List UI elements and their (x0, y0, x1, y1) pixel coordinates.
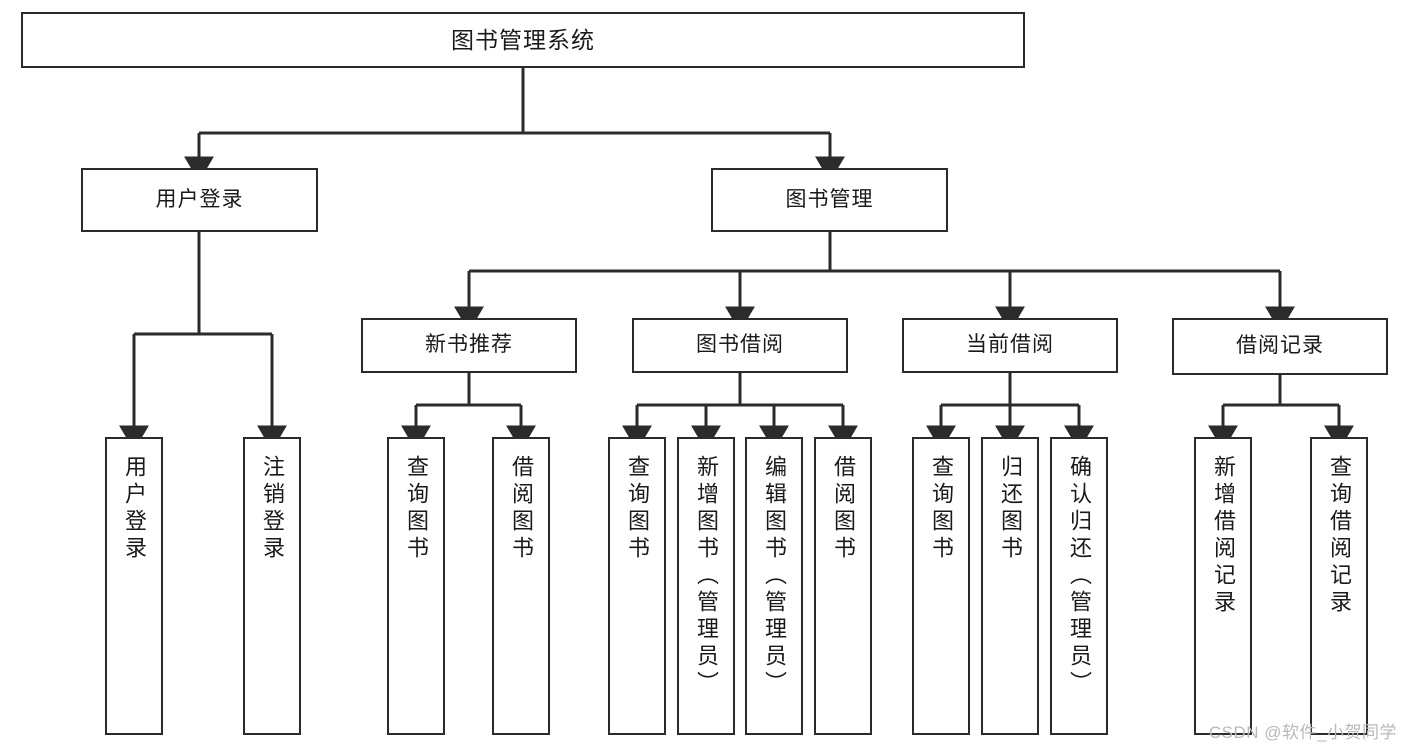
node-label: 新书推荐 (425, 333, 513, 357)
leaf-borrow-book[interactable]: 借阅图书 (814, 437, 872, 735)
leaf-add-borrow-record[interactable]: 新增借阅记录 (1194, 437, 1252, 735)
leaf-query-book-current[interactable]: 查询图书 (912, 437, 970, 735)
node-book-management[interactable]: 图书管理 (711, 168, 948, 232)
watermark-text: CSDN @软件_小贺同学 (1208, 723, 1397, 742)
node-label: 图书管理系统 (451, 26, 595, 53)
node-user-login[interactable]: 用户登录 (81, 168, 318, 232)
leaf-query-book-borrow[interactable]: 查询图书 (608, 437, 666, 735)
node-label: 确认归还（管理员） (1067, 455, 1092, 698)
node-label: 查询图书 (929, 455, 954, 563)
leaf-query-borrow-record[interactable]: 查询借阅记录 (1310, 437, 1368, 735)
node-book-borrowing[interactable]: 图书借阅 (632, 318, 848, 373)
node-label: 编辑图书（管理员） (762, 455, 787, 698)
node-label: 查询图书 (404, 455, 429, 563)
leaf-edit-book-admin[interactable]: 编辑图书（管理员） (745, 437, 803, 735)
node-label: 当前借阅 (966, 333, 1054, 357)
node-new-book-recommendation[interactable]: 新书推荐 (361, 318, 577, 373)
node-current-borrowing[interactable]: 当前借阅 (902, 318, 1118, 373)
leaf-borrow-book-new[interactable]: 借阅图书 (492, 437, 550, 735)
node-root-book-management-system[interactable]: 图书管理系统 (21, 12, 1025, 68)
node-label: 新增借阅记录 (1211, 455, 1236, 617)
node-label: 查询借阅记录 (1327, 455, 1352, 617)
leaf-query-book-new[interactable]: 查询图书 (387, 437, 445, 735)
node-label: 注销登录 (260, 455, 285, 563)
leaf-return-book[interactable]: 归还图书 (981, 437, 1039, 735)
node-label: 借阅图书 (831, 455, 856, 563)
node-borrowing-records[interactable]: 借阅记录 (1172, 318, 1388, 375)
leaf-confirm-return-admin[interactable]: 确认归还（管理员） (1050, 437, 1108, 735)
node-label: 查询图书 (625, 455, 650, 563)
node-label: 新增图书（管理员） (694, 455, 719, 698)
leaf-logout[interactable]: 注销登录 (243, 437, 301, 735)
node-label: 图书借阅 (696, 333, 784, 357)
node-label: 借阅图书 (509, 455, 534, 563)
leaf-add-book-admin[interactable]: 新增图书（管理员） (677, 437, 735, 735)
node-label: 图书管理 (785, 187, 874, 211)
node-label: 用户登录 (155, 187, 244, 211)
node-label: 归还图书 (998, 455, 1023, 563)
node-label: 用户登录 (122, 455, 147, 563)
node-label: 借阅记录 (1236, 334, 1324, 358)
leaf-user-login[interactable]: 用户登录 (105, 437, 163, 735)
